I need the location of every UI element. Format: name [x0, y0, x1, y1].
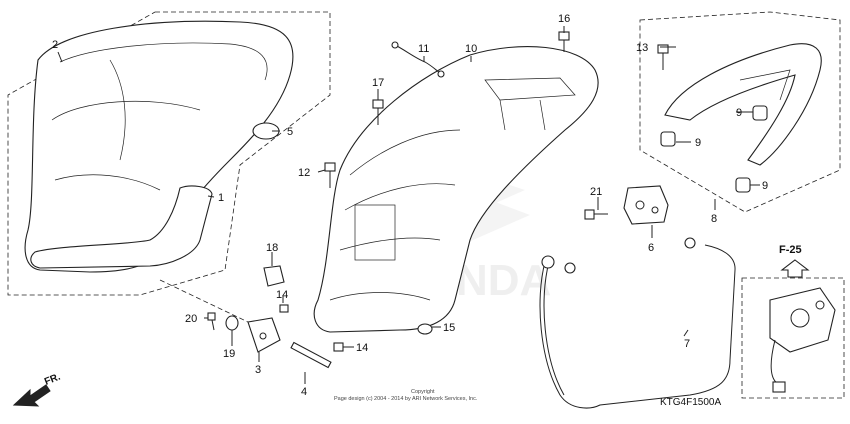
bolt-20: [207, 312, 216, 331]
seat-group-outline: [7, 11, 331, 296]
bolt-16: [558, 31, 570, 52]
copyright-notice: Page design (c) 2004 - 2014 by ARI Netwo…: [334, 396, 478, 402]
collar-a: [752, 105, 768, 121]
part-label-14a: 14: [276, 289, 288, 301]
part-label-4: 4: [301, 386, 307, 398]
washer-19: [225, 315, 239, 331]
luggage-box: [313, 46, 599, 333]
part-label-8: 8: [711, 213, 717, 225]
cable-clip: [564, 262, 576, 274]
frame-ref: F-25: [779, 244, 802, 256]
part-label-13: 13: [636, 42, 648, 54]
grommet: [417, 323, 433, 335]
part-label-17: 17: [372, 77, 384, 89]
part-label-18: 18: [266, 242, 278, 254]
clip-a: [279, 304, 289, 313]
pin-4: [290, 341, 332, 369]
bolt-12: [324, 162, 336, 188]
part-label-21: 21: [590, 186, 602, 198]
part-label-20: 20: [185, 313, 197, 325]
cable-end-b: [684, 237, 696, 249]
part-label-9b: 9: [695, 137, 701, 149]
part-label-7: 7: [684, 338, 690, 350]
part-label-1: 1: [218, 192, 224, 204]
part-label-19: 19: [223, 348, 235, 360]
cable-end-a: [541, 255, 555, 269]
seat-lock-cable: [539, 244, 736, 409]
leader-lines: [57, 26, 760, 384]
part-label-6: 6: [648, 242, 654, 254]
stay-18: [263, 265, 285, 287]
part-label-3: 3: [255, 364, 261, 376]
carrier-group-outline: [639, 11, 841, 213]
rear-carrier: [664, 43, 822, 166]
clip-b: [333, 342, 344, 352]
bracket-3: [247, 317, 281, 353]
diagram-code: KTG4F1500A: [660, 397, 721, 408]
part-label-16: 16: [558, 13, 570, 25]
part-label-14b: 14: [356, 342, 368, 354]
part-label-11: 11: [418, 43, 429, 55]
copyright-title: Copyright: [411, 389, 435, 395]
collar-b: [660, 131, 676, 147]
part-label-5: 5: [287, 126, 293, 138]
lock-detail-box: [741, 277, 845, 399]
wire-end-b: [437, 70, 445, 78]
bolt-13: [657, 44, 669, 70]
bracket-leader: [159, 279, 249, 323]
part-label-9c: 9: [762, 180, 768, 192]
front-direction-label: FR.: [43, 371, 62, 387]
front-direction-indicator: FR.: [12, 371, 62, 407]
part-label-2: 2: [52, 39, 58, 51]
frame-ref-arrow: [780, 259, 810, 278]
front-arrow-icon: [12, 384, 51, 407]
lock-mechanism: [769, 287, 836, 393]
part-label-12: 12: [298, 167, 310, 179]
bolt-21: [584, 209, 608, 220]
part-label-9a: 9: [736, 107, 742, 119]
seat-lining: [30, 185, 213, 269]
part-label-10: 10: [465, 43, 477, 55]
wire-harness: [394, 44, 441, 74]
collar-c: [735, 177, 751, 193]
seat-latch: [623, 185, 669, 225]
part-label-15: 15: [443, 322, 455, 334]
wire-end-a: [391, 41, 399, 49]
